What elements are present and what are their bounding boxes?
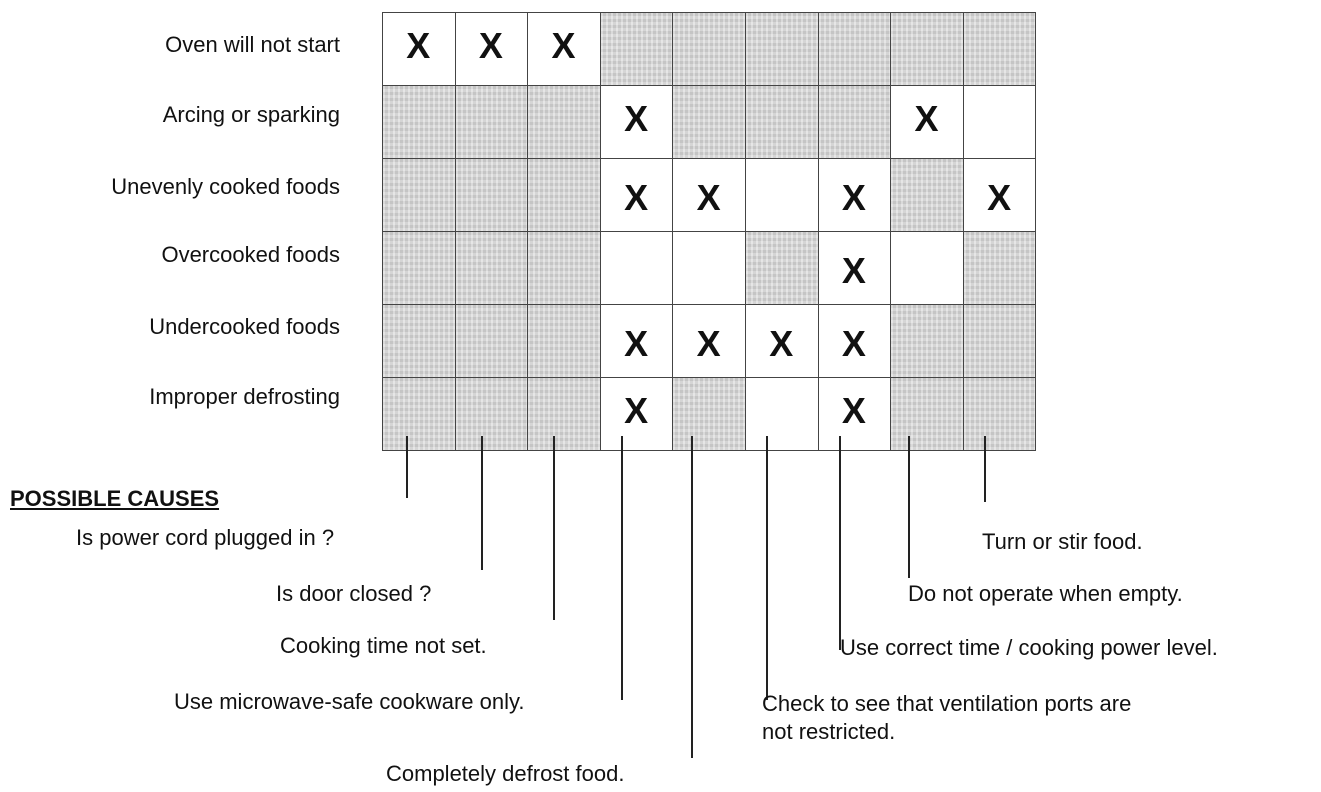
cause-label: Use microwave-safe cookware only. — [174, 689, 525, 714]
problem-label: Undercooked foods — [149, 314, 340, 339]
grid-cell — [962, 85, 1037, 159]
possible-causes-heading: POSSIBLE CAUSES — [10, 486, 220, 511]
grid-cell — [890, 304, 964, 378]
grid-cell — [890, 158, 964, 232]
cause-label: Completely defrost food. — [386, 761, 625, 786]
x-mark: X — [696, 323, 721, 364]
leader-line — [984, 436, 986, 502]
leader-line — [406, 436, 408, 498]
grid-cell — [454, 85, 529, 159]
grid-cell — [527, 158, 601, 232]
cause-label: Is power cord plugged in ? — [76, 525, 335, 550]
grid-cell — [672, 377, 746, 451]
x-mark: X — [841, 177, 866, 218]
grid-cell — [817, 85, 892, 159]
grid-cell — [527, 304, 601, 378]
x-mark: X — [624, 177, 649, 218]
grid-cell — [962, 158, 1037, 232]
grid-cell — [962, 377, 1037, 451]
leader-line — [766, 436, 768, 700]
cause-label: Check to see that ventilation ports are n… — [762, 690, 1131, 746]
grid-cell — [672, 231, 746, 305]
grid-cell — [890, 12, 964, 86]
grid-cell — [454, 231, 529, 305]
x-mark: X — [624, 390, 649, 431]
x-mark: X — [551, 25, 576, 66]
grid-cell — [382, 85, 456, 159]
grid-cell — [527, 377, 601, 451]
leader-line — [553, 436, 555, 620]
leader-line — [691, 436, 693, 758]
x-mark: X — [841, 390, 866, 431]
grid-cell — [672, 12, 746, 86]
grid-cell — [817, 12, 892, 86]
grid-cell — [382, 377, 456, 451]
grid-cell — [672, 85, 746, 159]
x-mark: X — [478, 25, 503, 66]
grid-cell — [817, 231, 892, 305]
grid-cell — [454, 304, 529, 378]
cause-label-line: not restricted. — [762, 719, 896, 744]
grid-cell — [745, 85, 819, 159]
grid-cell — [527, 231, 601, 305]
grid-cell — [817, 377, 892, 451]
cause-label-line: Check to see that ventilation ports are — [762, 691, 1132, 716]
cause-label: Cooking time not set. — [280, 633, 487, 658]
grid-cell — [672, 304, 746, 378]
leader-line — [621, 436, 623, 700]
cause-label: Is door closed ? — [276, 581, 432, 606]
grid-cell — [962, 12, 1037, 86]
problem-label: Arcing or sparking — [162, 102, 340, 127]
cause-label: Do not operate when empty. — [908, 581, 1183, 606]
grid-cell — [890, 377, 964, 451]
grid-cell — [599, 12, 674, 86]
grid-cell — [890, 85, 964, 159]
x-mark: X — [769, 323, 794, 364]
leader-line — [908, 436, 910, 578]
grid-cell — [454, 377, 529, 451]
x-mark: X — [624, 323, 649, 364]
problem-label: Unevenly cooked foods — [111, 174, 340, 199]
x-mark: X — [841, 250, 866, 291]
grid-cell — [962, 304, 1037, 378]
grid-cell — [382, 158, 456, 232]
cause-label: Turn or stir food. — [982, 529, 1143, 554]
grid-cell — [745, 231, 819, 305]
x-mark: X — [914, 98, 939, 139]
grid-cell — [745, 158, 819, 232]
grid-cell — [599, 304, 674, 378]
grid-cell — [599, 231, 674, 305]
cause-label: Use correct time / cooking power level. — [840, 635, 1218, 660]
grid-cell — [817, 158, 892, 232]
grid-cell — [454, 158, 529, 232]
problem-label: Oven will not start — [165, 32, 340, 57]
problem-label: Overcooked foods — [161, 242, 340, 267]
x-mark: X — [624, 98, 649, 139]
grid-cell — [817, 304, 892, 378]
leader-line — [481, 436, 483, 570]
leader-line — [839, 436, 841, 650]
grid-cell — [382, 231, 456, 305]
grid-cell — [962, 231, 1037, 305]
grid-cell — [527, 85, 601, 159]
grid-cell — [745, 377, 819, 451]
x-mark: X — [406, 25, 431, 66]
grid-cell — [890, 231, 964, 305]
x-mark: X — [696, 177, 721, 218]
grid-cell — [745, 12, 819, 86]
x-mark: X — [987, 177, 1012, 218]
grid-cell — [382, 304, 456, 378]
problem-label: Improper defrosting — [149, 384, 340, 409]
x-mark: X — [841, 323, 866, 364]
